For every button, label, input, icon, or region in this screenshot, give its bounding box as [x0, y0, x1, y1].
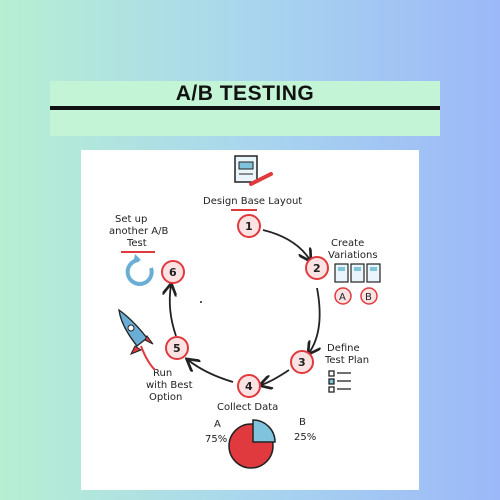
arrow-5-to-6	[170, 285, 176, 337]
step-3-number: 3	[298, 356, 306, 369]
pie-b-label: B	[299, 417, 306, 428]
variant-b-label: B	[365, 292, 372, 303]
step-6-label-line-1: Set up	[115, 214, 147, 225]
step-4-number: 4	[245, 380, 253, 393]
variant-a-label: A	[339, 292, 346, 303]
step-1-label: Design Base Layout	[203, 196, 302, 207]
pie-chart-icon	[228, 419, 276, 469]
step-2-badge	[305, 256, 329, 280]
layout-sketch-icon	[234, 155, 273, 186]
arrow-3-to-4	[261, 369, 290, 385]
cycle-arrows	[170, 229, 320, 385]
arrow-1-to-2	[262, 229, 310, 260]
step-5-label-line-2: with Best	[146, 380, 193, 391]
step-4: 4 Collect Data A 75% B 25%	[205, 374, 316, 469]
cycle-diagram: Design Base Layout 1 2 Create Variations…	[109, 155, 381, 469]
pie-slice-b	[252, 419, 276, 443]
step-2-label-line-2: Variations	[328, 250, 378, 261]
step-5: 5 Run with Best Option	[118, 308, 193, 403]
refresh-arrow-icon	[125, 254, 154, 286]
step-5-badge	[165, 336, 189, 360]
checklist-icon	[328, 370, 351, 393]
step-6-label-line-2: another A/B	[109, 226, 168, 237]
title-underline	[50, 106, 440, 110]
step-5-label-line-1: Run	[153, 368, 172, 379]
diagram-card: Design Base Layout 1 2 Create Variations…	[81, 150, 419, 490]
step-1-number: 1	[245, 220, 253, 233]
step-6-label-line-3: Test	[126, 238, 147, 249]
step-5-number: 5	[173, 342, 181, 355]
arrow-4-to-5	[188, 360, 234, 383]
step-4-label: Collect Data	[217, 402, 278, 413]
step-1-badge	[237, 214, 261, 238]
step-1: Design Base Layout 1	[203, 155, 302, 238]
step-6: 6 Set up another A/B Test	[109, 214, 185, 286]
step-5-label-line-3: Option	[149, 392, 182, 403]
variations-icon: A B	[334, 263, 381, 305]
step-3-label-line-1: Define	[327, 343, 360, 354]
step-6-number: 6	[169, 266, 177, 279]
pie-b-percent: 25%	[294, 432, 316, 443]
rocket-icon	[118, 308, 156, 371]
arrow-2-to-3	[309, 287, 320, 353]
step-6-badge	[161, 260, 185, 284]
step-2-number: 2	[313, 262, 321, 275]
page-title: A/B TESTING	[175, 82, 315, 105]
step-2: 2 Create Variations A B	[305, 238, 381, 305]
title-band: A/B TESTING	[50, 81, 440, 136]
step-3: 3 Define Test Plan	[290, 343, 369, 393]
step-4-badge	[237, 374, 261, 398]
pie-a-percent: 75%	[205, 434, 227, 445]
step-2-label-line-1: Create	[331, 238, 364, 249]
center-dot	[200, 301, 202, 303]
pie-a-label: A	[214, 419, 221, 430]
step-3-badge	[290, 350, 314, 374]
step-3-label-line-2: Test Plan	[324, 355, 369, 366]
